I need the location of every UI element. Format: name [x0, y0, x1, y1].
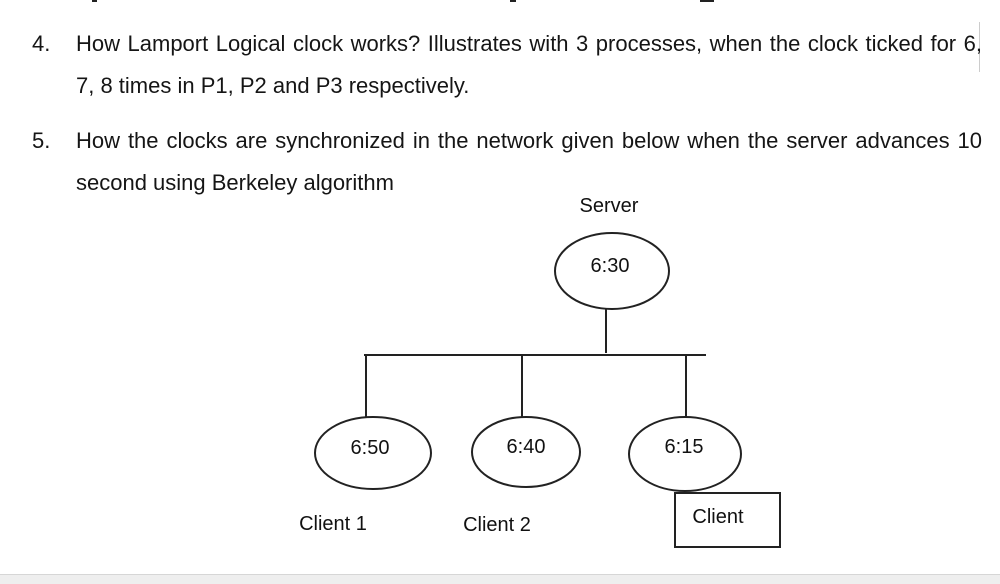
client3-label-box: [674, 492, 781, 548]
client2-label: Client 2: [463, 514, 531, 536]
question-5: 5. How the clocks are synchronized in th…: [32, 120, 982, 204]
client1-label: Client 1: [299, 513, 367, 535]
client3-time: 6:15: [665, 436, 704, 458]
question-text: How the clocks are synchronized in the n…: [76, 128, 982, 195]
server-node: [554, 232, 670, 310]
client3-label: Client: [692, 506, 744, 528]
page-edge-rule: [979, 22, 980, 72]
question-text: How Lamport Logical clock works? Illustr…: [76, 31, 982, 98]
client2-time: 6:40: [507, 436, 546, 458]
client2-node: [471, 416, 581, 488]
question-number: 4.: [32, 31, 51, 56]
cropped-previous-line: [0, 0, 1000, 6]
client1-node: [314, 416, 432, 490]
client1-time: 6:50: [351, 437, 390, 459]
server-time: 6:30: [591, 255, 630, 277]
question-number: 5.: [32, 128, 51, 153]
server-label: Server: [580, 195, 639, 217]
question-4: 4. How Lamport Logical clock works? Illu…: [32, 23, 982, 107]
bottom-edge: [0, 574, 1000, 584]
client3-node: [628, 416, 742, 492]
